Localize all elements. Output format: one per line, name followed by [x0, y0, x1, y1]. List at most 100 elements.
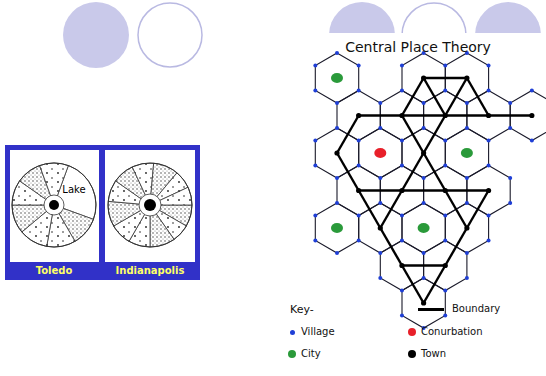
village-dot	[443, 139, 447, 143]
village-dot	[400, 214, 404, 218]
town-link	[424, 266, 446, 304]
lake-label: Lake	[62, 184, 85, 196]
village-dot	[400, 139, 404, 143]
village-dot	[313, 164, 317, 168]
legend-dot	[290, 330, 295, 335]
market-hexagon	[359, 128, 402, 178]
village-dot	[465, 101, 469, 105]
market-hexagon	[359, 203, 402, 253]
village-dot	[422, 101, 426, 105]
cbd-ring	[139, 194, 161, 216]
town-link	[402, 153, 424, 191]
village-dot	[465, 251, 469, 255]
city-dot	[418, 223, 430, 233]
town-link	[467, 78, 489, 116]
village-dot	[335, 176, 339, 180]
city-outline	[108, 163, 192, 247]
village-dot	[465, 126, 469, 130]
town-dot	[356, 113, 361, 118]
legend-text: City	[301, 348, 321, 360]
market-hexagon	[315, 53, 358, 103]
town-dot	[464, 225, 469, 230]
legend-text-holder: City	[301, 348, 321, 360]
legend-line	[418, 308, 444, 311]
village-dot	[357, 164, 361, 168]
village-dot	[378, 201, 382, 205]
village-dot	[335, 101, 339, 105]
town-link	[489, 114, 532, 116]
town-link	[402, 189, 445, 191]
legend-text-holder: Boundary	[452, 303, 500, 315]
village-dot	[530, 89, 534, 93]
village-dot	[357, 239, 361, 243]
lake-label-holder: Lake	[62, 184, 85, 196]
village-dot	[443, 214, 447, 218]
city-dot	[331, 73, 343, 83]
village-dot	[443, 89, 447, 93]
town-dot	[421, 300, 426, 305]
city-name-holder: Indianapolis	[116, 265, 185, 277]
market-hexagon	[402, 278, 445, 328]
town-link	[359, 189, 402, 191]
village-dot	[357, 139, 361, 143]
market-hexagon	[315, 128, 358, 178]
village-dot	[400, 314, 404, 318]
village-dot	[335, 126, 339, 130]
village-dot	[422, 276, 426, 280]
village-dot	[378, 101, 382, 105]
village-dot	[335, 201, 339, 205]
cbd-dot	[49, 200, 59, 210]
city-dot	[461, 148, 473, 158]
town-link	[359, 191, 381, 229]
town-link	[445, 114, 488, 116]
town-link	[402, 264, 445, 266]
city-name-holder: Toledo	[36, 265, 73, 277]
key-heading: Key-	[290, 304, 314, 317]
legend-text-holder: Town	[421, 348, 446, 360]
village-dot	[378, 126, 382, 130]
city-name: Indianapolis	[116, 265, 185, 277]
village-dot	[508, 126, 512, 130]
town-link	[445, 228, 467, 266]
town-dot	[443, 263, 448, 268]
town-dot	[486, 188, 491, 193]
village-dot	[357, 89, 361, 93]
cbd-dot	[144, 199, 156, 211]
market-hexagon	[315, 203, 358, 253]
town-link	[402, 266, 424, 304]
village-dot	[400, 164, 404, 168]
town-link	[380, 228, 402, 266]
town-link	[424, 77, 467, 79]
sector-models	[12, 163, 192, 247]
village-dot	[443, 64, 447, 68]
town-link	[337, 153, 359, 191]
village-dot	[357, 64, 361, 68]
village-dot	[443, 164, 447, 168]
village-dot	[357, 214, 361, 218]
market-hexagon	[445, 203, 488, 253]
town-link	[445, 78, 467, 116]
village-dot	[465, 176, 469, 180]
indianapolis-panel	[105, 150, 195, 262]
legend-text: Boundary	[452, 303, 500, 315]
village-dot	[508, 201, 512, 205]
market-hexagon	[402, 203, 445, 253]
village-dot	[422, 176, 426, 180]
town-dot	[529, 113, 534, 118]
village-dot	[465, 276, 469, 280]
town-dot	[443, 188, 448, 193]
village-dot	[378, 276, 382, 280]
village-dot	[400, 64, 404, 68]
village-dot	[487, 64, 491, 68]
village-dot	[422, 126, 426, 130]
market-hexagon	[402, 128, 445, 178]
village-dot	[313, 139, 317, 143]
village-dot	[378, 251, 382, 255]
legend-dot	[408, 328, 416, 336]
hexagon-grid	[313, 51, 546, 330]
village-dot	[313, 239, 317, 243]
village-dot	[335, 51, 339, 55]
toledo-panel	[10, 150, 99, 262]
town-dot	[378, 225, 383, 230]
village-dot	[313, 64, 317, 68]
